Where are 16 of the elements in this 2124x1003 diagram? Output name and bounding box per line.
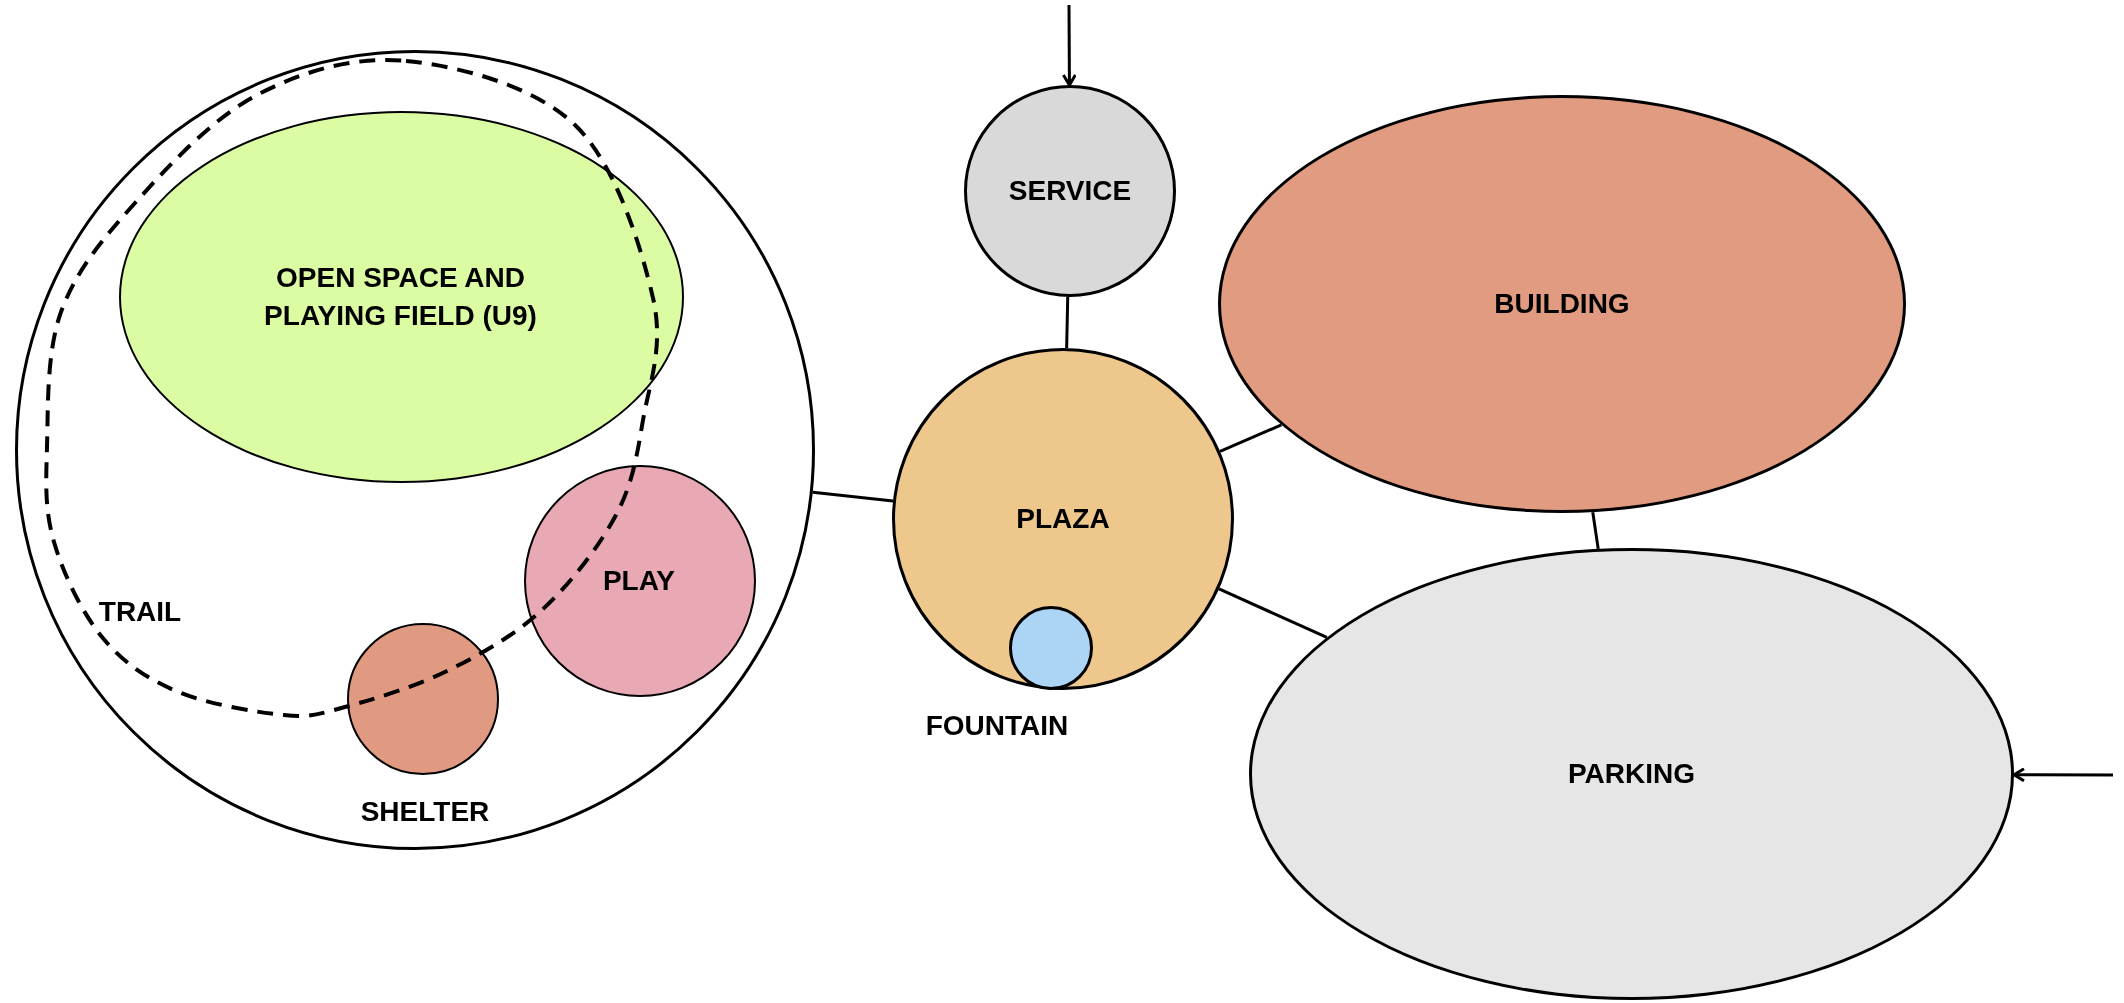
zone-label: PLAZA xyxy=(1015,502,1111,537)
arrow xyxy=(1061,5,1077,87)
zone-label: FOUNTAIN xyxy=(924,709,1070,743)
connector-line xyxy=(1219,423,1282,453)
connector-line xyxy=(1218,587,1328,639)
connector-line xyxy=(812,490,894,503)
zone-label: BUILDING xyxy=(1493,287,1631,322)
zone-label: SHELTER xyxy=(359,795,491,829)
zone-label: PLAY xyxy=(601,564,677,599)
trail-label: TRAIL xyxy=(97,595,183,629)
arrow xyxy=(2012,767,2113,783)
connector-line xyxy=(1065,296,1070,349)
connector-line xyxy=(1591,511,1600,550)
zone-label: SERVICE xyxy=(1007,174,1133,209)
zone-label: OPEN SPACE AND PLAYING FIELD (U9) xyxy=(263,261,538,333)
zone-label: PARKING xyxy=(1566,757,1696,792)
